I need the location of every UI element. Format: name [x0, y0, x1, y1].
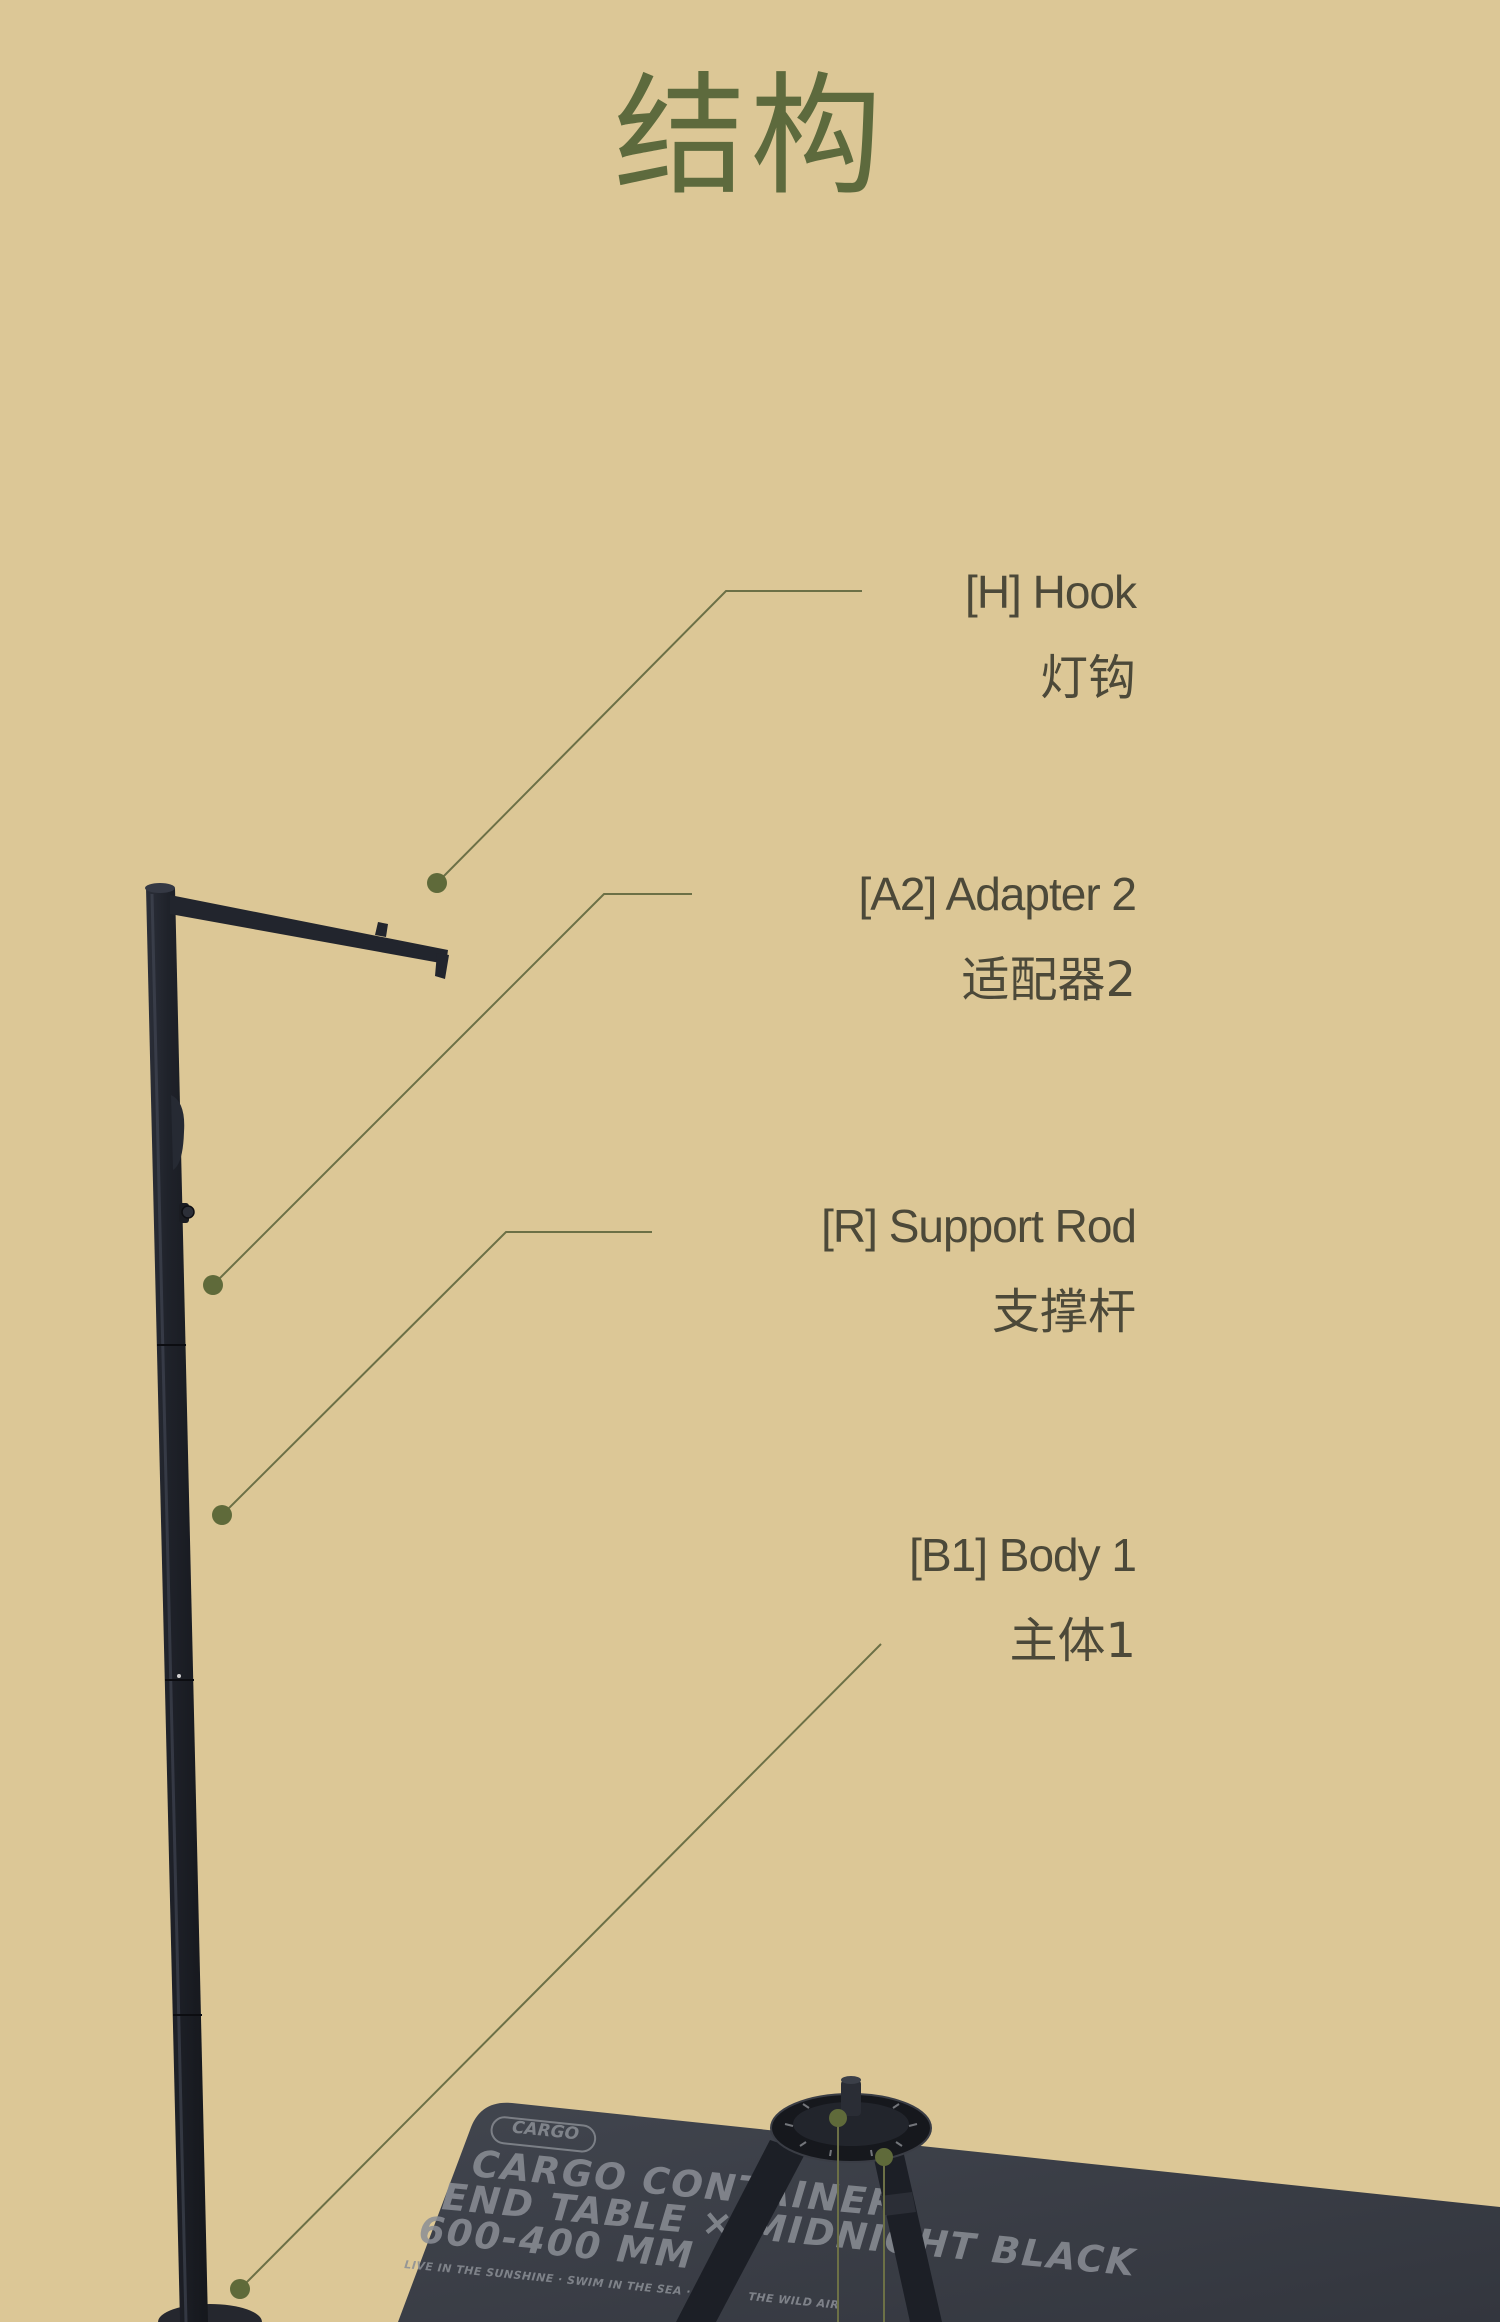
leader-line-adapter — [212, 893, 692, 1286]
hook-notch — [375, 922, 388, 937]
leader-dot-tripod-b — [875, 2148, 893, 2166]
callout-hook-label-en: [H] Hook — [965, 566, 1137, 618]
tripod-mount-knob — [841, 2080, 861, 2116]
tripod-right-leg — [872, 2146, 942, 2322]
callout-adapter-label-zh: 适配器2 — [961, 952, 1136, 1008]
callout-support-rod-label-en: [R] Support Rod — [821, 1200, 1137, 1252]
tripod-hub-ticks — [784, 2103, 918, 2157]
end-table: CARGO CARGO CONTAINER END TABLE × MIDNIG… — [398, 2102, 1500, 2322]
leader-line-body — [239, 1643, 882, 2290]
adapter-bulge — [171, 1095, 185, 1170]
tripod-hub-inner — [793, 2102, 909, 2146]
leader-dots — [203, 873, 893, 2299]
table-badge-frame — [490, 2116, 597, 2153]
leader-dot-adapter — [203, 1275, 223, 1295]
leader-dot-body — [230, 2279, 250, 2299]
callout-support-rod: [R] Support Rod 支撑杆 — [821, 1198, 1137, 1342]
rod-highlight — [150, 893, 188, 2322]
callout-hook: [H] Hook 灯钩 — [965, 564, 1137, 708]
callout-body-label-en: [B1] Body 1 — [909, 1529, 1137, 1581]
callout-hook-label-zh: 灯钩 — [1039, 650, 1136, 706]
tripod-leg-collar — [880, 2192, 916, 2216]
rod-top-cap — [145, 883, 175, 893]
leader-dot-support-rod — [212, 1505, 232, 1525]
stand-base — [158, 2304, 262, 2322]
callout-body: [B1] Body 1 主体1 — [909, 1527, 1137, 1671]
lamp-stand — [145, 883, 449, 2322]
rod-marker-dot — [177, 1674, 181, 1678]
hook-tip — [435, 953, 449, 979]
table-top — [398, 2102, 1500, 2322]
callout-adapter-label-en: [A2] Adapter 2 — [858, 868, 1137, 920]
leader-dot-tripod-a — [829, 2109, 847, 2127]
adapter-knob-screw — [181, 1205, 195, 1219]
hook-arm — [170, 895, 448, 964]
tripod-left-leg — [676, 2140, 806, 2322]
leader-line-hook — [436, 590, 862, 884]
tripod-mount-knob-top — [841, 2076, 861, 2084]
callout-body-label-zh: 主体1 — [1009, 1613, 1136, 1669]
leader-lines — [212, 590, 885, 2322]
callout-adapter: [A2] Adapter 2 适配器2 — [858, 866, 1137, 1010]
tripod — [676, 2076, 942, 2322]
page-title: 结构 — [614, 60, 886, 214]
leader-dot-hook — [427, 873, 447, 893]
callout-support-rod-label-zh: 支撑杆 — [991, 1284, 1136, 1340]
leader-line-support-rod — [221, 1231, 652, 1516]
